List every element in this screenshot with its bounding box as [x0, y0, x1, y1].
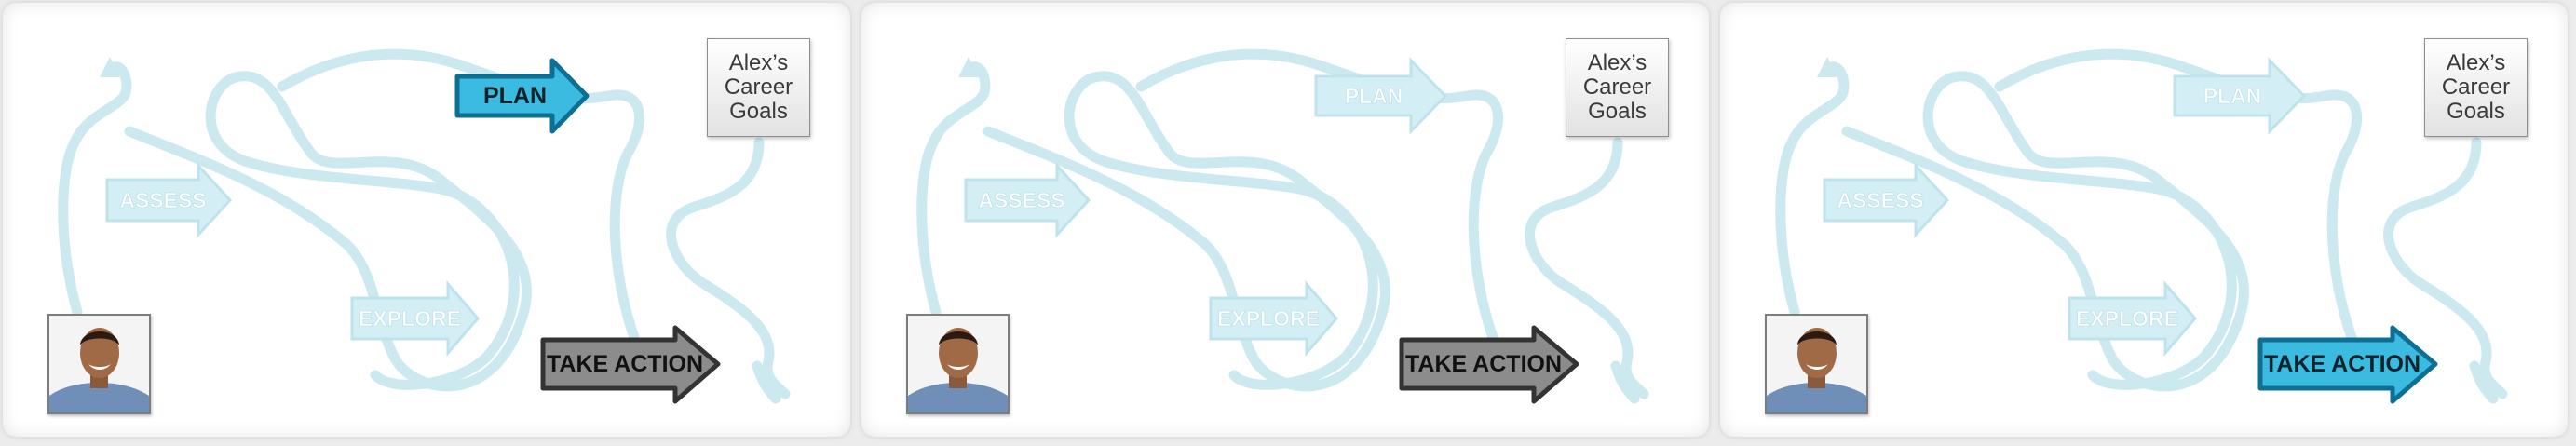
explore-label: EXPLORE: [2076, 306, 2178, 331]
assess-label: ASSESS: [1837, 188, 1923, 212]
path-start-arrowhead: [958, 57, 979, 77]
career-path-diagram: ASSESS EXPLORE PLAN TAKE ACTION: [58, 48, 791, 404]
person-photo-icon: [1767, 316, 1866, 412]
take-action-arrow-active: TAKE ACTION: [2257, 325, 2438, 404]
take-action-label: TAKE ACTION: [2264, 351, 2420, 377]
avatar: [47, 314, 151, 414]
avatar: [1765, 314, 1868, 414]
career-path-diagram: ASSESS EXPLORE PLAN TAKE ACTION: [916, 48, 1649, 404]
plan-label: PLAN: [2203, 84, 2262, 108]
assess-arrow: ASSESS: [964, 162, 1091, 238]
path-start-arrowhead: [100, 57, 120, 77]
plan-arrow-active: PLAN: [454, 58, 590, 134]
explore-label: EXPLORE: [359, 306, 461, 331]
explore-label: EXPLORE: [1217, 306, 1320, 331]
explore-arrow: EXPLORE: [1209, 279, 1338, 358]
plan-arrow: PLAN: [1314, 57, 1448, 135]
plan-label: PLAN: [483, 83, 547, 109]
person-photo-icon: [908, 316, 1008, 412]
assess-label: ASSESS: [119, 188, 206, 212]
take-action-arrow: TAKE ACTION: [540, 325, 721, 404]
path-start-arrowhead: [1817, 57, 1837, 77]
plan-label: PLAN: [1345, 84, 1403, 108]
take-action-label: TAKE ACTION: [547, 351, 703, 377]
assess-arrow: ASSESS: [1823, 162, 1950, 238]
take-action-arrow: TAKE ACTION: [1399, 325, 1579, 404]
take-action-label: TAKE ACTION: [1405, 351, 1562, 377]
plan-arrow: PLAN: [2173, 57, 2307, 135]
explore-arrow: EXPLORE: [2068, 279, 2197, 358]
career-path-diagram: ASSESS EXPLORE PLAN TAKE ACTION: [1775, 48, 2508, 404]
explore-arrow: EXPLORE: [350, 279, 480, 358]
assess-arrow: ASSESS: [105, 162, 233, 238]
assess-label: ASSESS: [978, 188, 1064, 212]
person-photo-icon: [49, 316, 149, 412]
avatar: [906, 314, 1010, 414]
